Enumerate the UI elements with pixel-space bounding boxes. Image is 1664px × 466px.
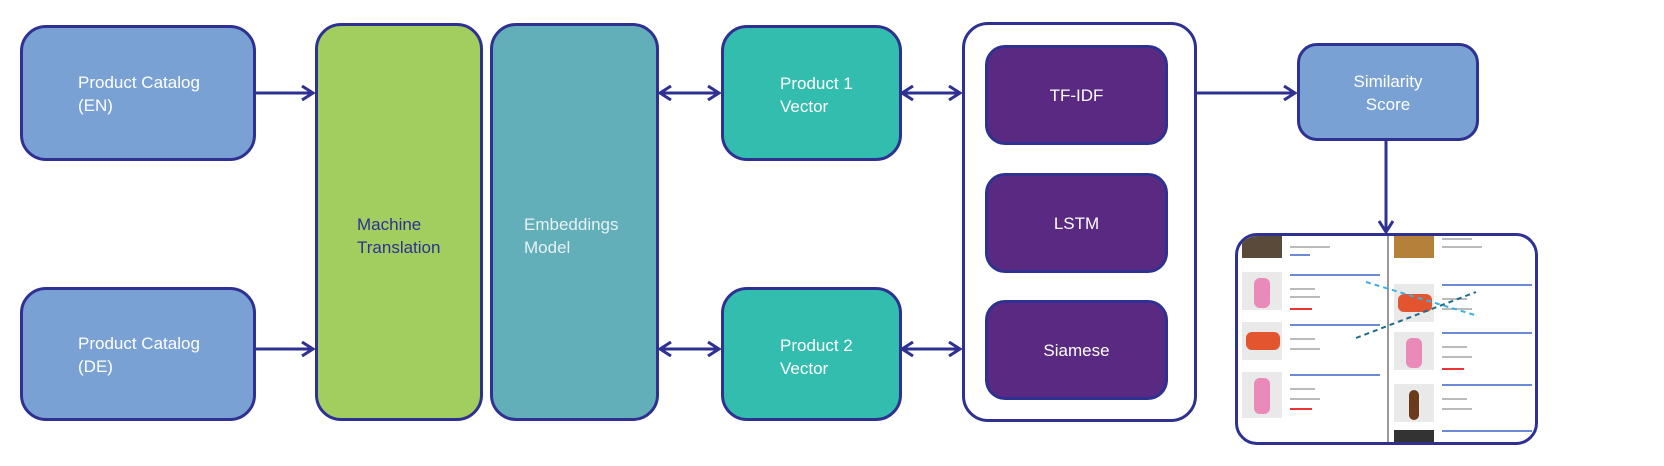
siamese-label: Siamese: [1043, 341, 1110, 360]
tfidf-model: TF-IDF: [985, 45, 1168, 145]
machine-translation: Machine Translation: [315, 23, 483, 421]
product-catalog-de-label: Product Catalog (DE): [78, 334, 200, 376]
listing-item: [1390, 328, 1535, 374]
lstm-label: LSTM: [1053, 214, 1100, 233]
listing-item: [1238, 236, 1387, 262]
listing-left-column: [1238, 236, 1387, 442]
siamese-model: Siamese: [985, 300, 1168, 400]
tfidf-label: TF-IDF: [1049, 86, 1104, 105]
listing-divider: [1387, 236, 1389, 442]
product-2-vector: Product 2 Vector: [721, 287, 902, 421]
listing-item: [1390, 380, 1535, 426]
lstm-model: LSTM: [985, 173, 1168, 273]
listing-item: [1238, 318, 1387, 364]
product-catalog-en: Product Catalog (EN): [20, 25, 256, 161]
product-listing-screenshot: [1235, 233, 1538, 445]
product-catalog-de: Product Catalog (DE): [20, 287, 256, 421]
listing-item: [1390, 426, 1535, 442]
product-1-vector-label: Product 1 Vector: [780, 74, 853, 116]
embeddings-model-label: Embeddings Model: [524, 215, 619, 257]
product-catalog-en-label: Product Catalog (EN): [78, 73, 200, 115]
match-arrow-dark: [1355, 291, 1477, 339]
match-arrows: [1355, 281, 1479, 339]
product-1-vector: Product 1 Vector: [721, 25, 902, 161]
similarity-score: Similarity Score: [1297, 43, 1479, 141]
listing-item: [1238, 268, 1387, 314]
listing-item: [1390, 236, 1535, 278]
similarity-score-label: Similarity Score: [1353, 72, 1423, 114]
product-2-vector-label: Product 2 Vector: [780, 336, 853, 378]
embeddings-model: Embeddings Model: [490, 23, 659, 421]
match-arrow-light: [1365, 281, 1479, 317]
machine-translation-label: Machine Translation: [357, 215, 441, 257]
similarity-models-group: TF-IDF LSTM Siamese: [962, 22, 1197, 422]
listing-right-column: [1390, 236, 1535, 442]
listing-item: [1238, 368, 1387, 418]
listing-item: [1390, 280, 1535, 326]
